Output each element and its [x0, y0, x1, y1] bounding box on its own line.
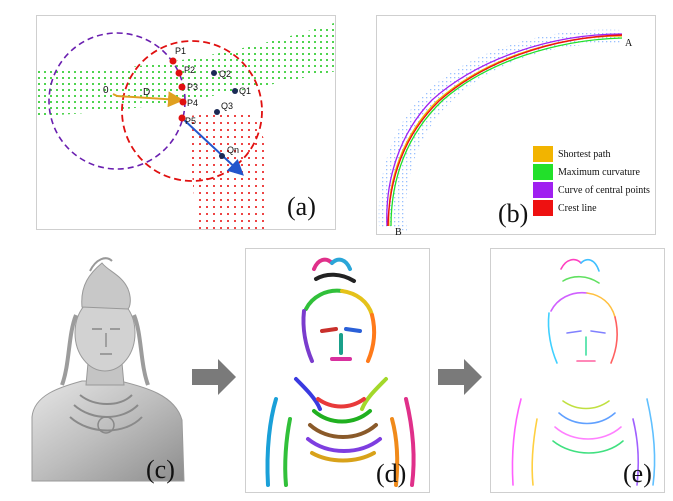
point-band	[378, 29, 622, 231]
panel-b-label: (b)	[498, 199, 529, 228]
point-q2	[211, 70, 217, 76]
point-q1	[232, 88, 238, 94]
point-p1	[169, 57, 177, 65]
panel-d: (d)	[245, 248, 430, 493]
label-radius: D	[143, 87, 150, 98]
red-circle	[121, 40, 263, 182]
direction-arrow	[181, 117, 244, 176]
radius-arrow	[116, 91, 184, 108]
feature-lines-thin	[511, 258, 656, 486]
legend-swatch-shortest	[533, 146, 553, 162]
panel-b-diagram: A B Shortest path Maximum curvature Curv…	[378, 29, 650, 238]
label-qn: Qn	[227, 145, 239, 155]
legend-swatch-curvature	[533, 164, 553, 180]
legend-label-shortest: Shortest path	[558, 149, 611, 160]
point-q3	[214, 109, 220, 115]
label-q3: Q3	[221, 101, 233, 111]
panel-e: (e)	[490, 248, 665, 493]
point-qn	[219, 153, 225, 159]
label-p3: P3	[187, 82, 198, 92]
legend-swatch-central	[533, 182, 553, 198]
point-p5	[178, 114, 186, 122]
label-p2: P2	[184, 65, 195, 75]
legend-label-curvature: Maximum curvature	[558, 167, 640, 178]
legend-label-central: Curve of central points	[558, 185, 650, 196]
panel-e-label: (e)	[623, 459, 652, 488]
endpoint-b-label: B	[395, 227, 402, 236]
panel-d-label: (d)	[376, 459, 407, 488]
panel-a-label: (a)	[287, 192, 316, 221]
statue-mesh-render	[31, 257, 185, 482]
arrow-d-to-e	[438, 359, 482, 395]
curve-crest-line	[387, 34, 623, 227]
label-q2: Q2	[219, 69, 231, 79]
label-p5: P5	[185, 116, 196, 126]
label-origin: 0	[103, 85, 109, 96]
point-p4	[179, 98, 187, 106]
point-p3	[178, 83, 186, 91]
label-p4: P4	[187, 98, 198, 108]
point-p2	[175, 69, 183, 77]
panel-c-label: (c)	[146, 455, 175, 484]
endpoint-a-label: A	[625, 38, 633, 49]
label-q1: Q1	[239, 86, 251, 96]
green-point-band	[37, 22, 337, 116]
legend-label-crest: Crest line	[558, 203, 597, 214]
arrow-c-to-d	[192, 359, 236, 395]
panel-a-diagram: P1 P2 P3 P4 P5 Q2 Q1 Q3 Qn 0 D	[37, 22, 337, 231]
curve-central-points	[386, 33, 623, 227]
panel-b: A B Shortest path Maximum curvature Curv…	[376, 15, 656, 238]
panel-a: P1 P2 P3 P4 P5 Q2 Q1 Q3 Qn 0 D (a)	[36, 15, 337, 231]
legend-swatch-crest	[533, 200, 553, 216]
label-p1: P1	[175, 46, 186, 56]
panel-c: (c)	[10, 245, 190, 490]
curve-maximum-curvature	[390, 37, 623, 227]
feature-lines-colored	[265, 257, 416, 487]
